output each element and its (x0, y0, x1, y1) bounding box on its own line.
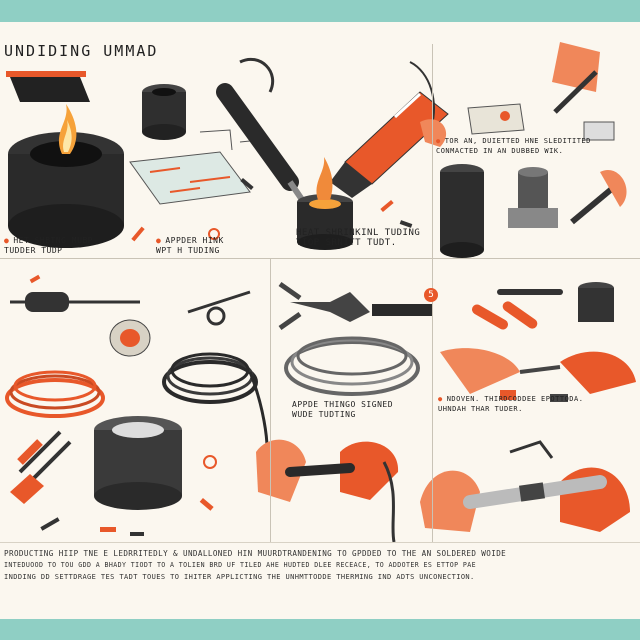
step-caption-5: APPDE THINGO SIGNED WUDE TUDTING (292, 400, 432, 420)
step-caption-1: ●HET SHBTNG MUBP TUDDER TUDP (4, 236, 114, 256)
step-caption-3: HEAT SHRINKINL TUDING TIOP SRNITT TUDT. (296, 228, 436, 248)
test-board-illustration (467, 42, 615, 141)
page-title: UNDIDING UMMAD (4, 42, 159, 60)
step-caption-5-text: APPDE THINGO SIGNED WUDE TUDTING (292, 400, 394, 419)
grey-wire-coil-illustration (284, 336, 420, 396)
hands-wrapping-illustration (256, 439, 399, 543)
step-caption-3-text: HEAT SHRINKINL TUDING TIOP SRNITT TUDT. (296, 228, 421, 248)
tube-roll-right-illustration (440, 164, 484, 258)
step-caption-4: ●TOR AN, DUIETTED HNE SLEDITITED CONMACT… (436, 136, 636, 156)
small-components-bottom (40, 455, 217, 536)
step-caption-4-text: TOR AN, DUIETTED HNE SLEDITITED CONMACTE… (436, 137, 591, 155)
scattered-parts (29, 177, 413, 284)
bullet-icon: ● (4, 236, 10, 245)
red-wire-coil-illustration (5, 370, 105, 418)
step-caption-1-text: HET SHBTNG MUBP TUDDER TUDP (4, 236, 94, 255)
heat-gun-illustration (330, 61, 449, 198)
crimp-tool-illustration (278, 281, 432, 331)
wire-connector-illustration (10, 290, 251, 326)
pliers-illustration (10, 430, 72, 504)
circuit-board-illustration (129, 129, 261, 205)
step-caption-6-text: NDOVEN. THIRDCODDEE EPOTTODA. UHNDAH THA… (438, 395, 584, 413)
small-tube-roll-illustration (142, 84, 186, 140)
step-caption-6: ●NDOVEN. THIRDCODDEE EPOTTODA. UHNDAH TH… (438, 394, 638, 414)
tape-roll-illustration (94, 416, 182, 510)
bench-iron-illustration (472, 282, 614, 330)
footer-description: PRODUCTING HIIP TNE E LEDRRITEDLY & UNDA… (0, 542, 640, 619)
solder-spool-illustration (109, 319, 151, 357)
step-number-5-marker: 5 (424, 288, 438, 302)
footer-line-1: PRODUCTING HIIP TNE E LEDRRITEDLY & UNDA… (4, 549, 507, 558)
bullet-icon: ● (438, 395, 443, 403)
vise-clamp-illustration (508, 167, 627, 228)
hands-heat-shrink-illustration (420, 440, 630, 532)
heat-shrink-tube-illustration (6, 71, 124, 248)
illustrations (5, 42, 636, 543)
footer-line-3: INDDING DD SETTDRAGE TES TADT TOUES TO I… (4, 573, 475, 581)
footer-line-2: INTEDUOOD TO TOU GDD A BHADY TIODT TO A … (4, 561, 476, 569)
step-caption-2-text: APPDER HINK WPT H TUDING (156, 236, 224, 255)
infographic-sheet: 5 ●HET SHBTNG MUBP TUDDER TUDP ●APPDER H… (0, 22, 640, 618)
step-caption-2: ●APPDER HINK WPT H TUDING (156, 236, 270, 256)
tube-heating-illustration (297, 157, 353, 250)
bullet-icon: ● (436, 137, 441, 145)
hands-soldering-right-illustration (440, 348, 636, 402)
panel-divider-1 (0, 258, 640, 259)
panel-divider-2 (270, 258, 271, 558)
bullet-icon: ● (156, 236, 162, 245)
